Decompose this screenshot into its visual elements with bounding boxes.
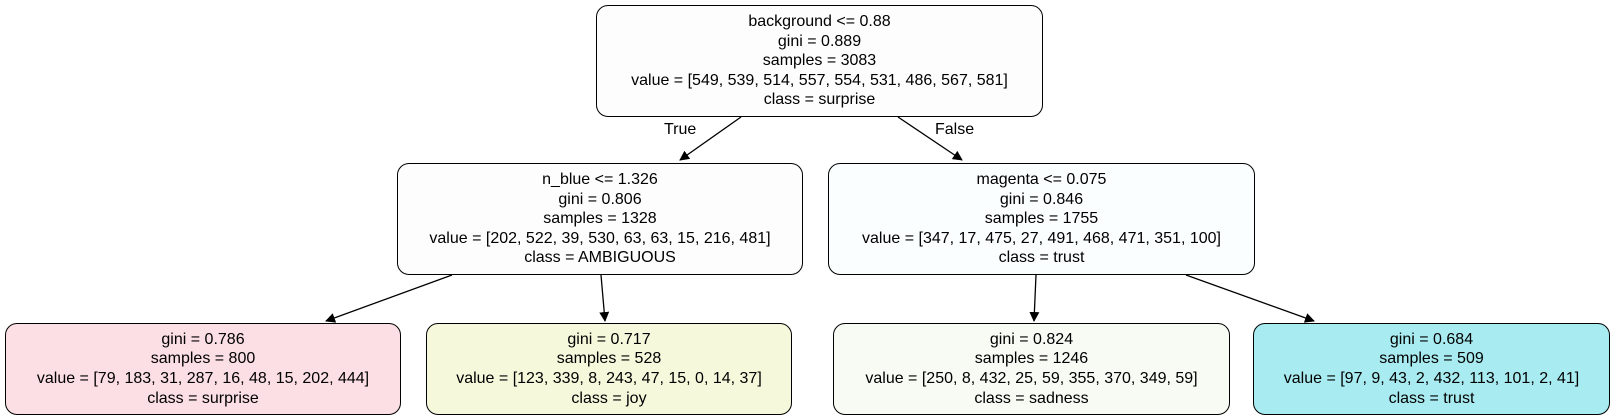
tree-node-left: n_blue <= 1.326 gini = 0.806 samples = 1… [397,163,803,275]
node-gini: gini = 0.889 [777,32,862,50]
node-class: class = surprise [147,389,259,407]
node-split: background <= 0.88 [748,13,891,31]
node-class: class = surprise [763,91,876,109]
node-class: class = trust [998,249,1085,267]
node-samples: samples = 509 [1379,350,1484,368]
edge-root-right [897,116,963,161]
edge-label-true: True [664,121,697,138]
tree-node-root: background <= 0.88 gini = 0.889 samples … [596,5,1043,117]
tree-leaf-rl: gini = 0.824 samples = 1246 value = [250… [833,323,1230,415]
node-split: magenta <= 0.075 [976,171,1107,189]
node-gini: gini = 0.786 [161,330,245,348]
node-value: value = [347, 17, 475, 27, 491, 468, 471… [862,229,1221,247]
node-samples: samples = 1755 [984,210,1099,228]
node-samples: samples = 800 [150,350,256,368]
node-value: value = [97, 9, 43, 2, 432, 113, 101, 2,… [1283,370,1580,387]
tree-node-right: magenta <= 0.075 gini = 0.846 samples = … [828,163,1255,275]
node-gini: gini = 0.846 [999,190,1084,208]
edge-left-lr [599,274,610,322]
node-gini: gini = 0.717 [567,330,651,348]
node-value: value = [549, 539, 514, 557, 554, 531, 4… [631,71,1008,89]
node-samples: samples = 3083 [762,52,877,70]
node-samples: samples = 1246 [974,350,1089,368]
node-class: class = joy [571,389,647,407]
tree-leaf-lr: gini = 0.717 samples = 528 value = [123,… [426,323,792,415]
node-samples: samples = 1328 [543,210,657,228]
tree-leaf-ll: gini = 0.786 samples = 800 value = [79, … [5,323,401,415]
node-gini: gini = 0.824 [989,330,1074,348]
node-class: class = AMBIGUOUS [524,249,676,267]
tree-leaf-rr: gini = 0.684 samples = 509 value = [97, … [1253,323,1610,415]
node-gini: gini = 0.806 [558,190,642,208]
node-value: value = [123, 339, 8, 243, 47, 15, 0, 14… [456,370,762,387]
node-class: class = sadness [974,389,1089,407]
edge-root-left [679,116,742,161]
edge-right-rl [1029,274,1040,322]
edge-left-ll [325,274,453,323]
edge-right-rr [1185,274,1315,323]
edge-label-false: False [935,121,975,138]
node-value: value = [250, 8, 432, 25, 59, 355, 370, … [865,370,1198,387]
node-split: n_blue <= 1.326 [542,171,658,189]
node-value: value = [202, 522, 39, 530, 63, 63, 15, … [429,229,771,247]
node-gini: gini = 0.684 [1389,330,1474,348]
node-value: value = [79, 183, 31, 287, 16, 48, 15, 2… [36,370,370,387]
node-class: class = trust [1388,389,1475,407]
node-samples: samples = 528 [556,350,662,368]
